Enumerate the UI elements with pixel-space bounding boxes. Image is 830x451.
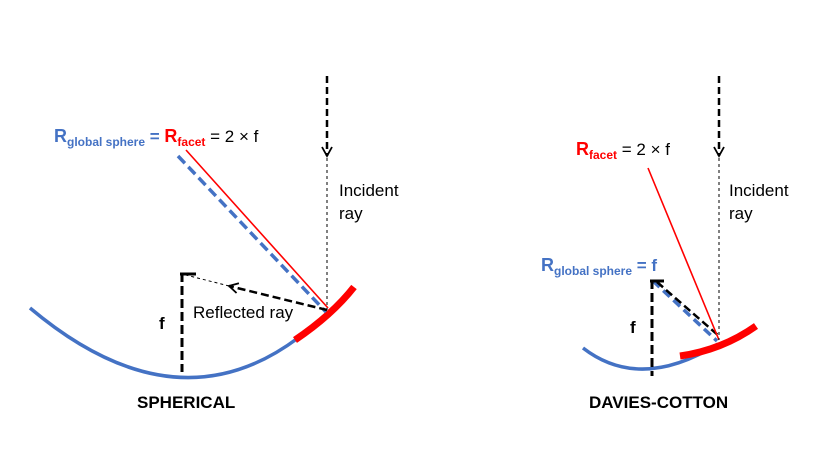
dc-global-radius-black [656, 281, 720, 337]
spherical-facet-radius-line [185, 149, 329, 309]
dc-facet-radius-line [647, 167, 720, 341]
davies-cotton-diagram: Rfacet = 2 × f Rglobal sphere = f Incide… [541, 76, 789, 412]
spherical-global-radius-line [176, 154, 328, 314]
spherical-reflected-ray-extension [181, 273, 230, 287]
dc-global-label: Rglobal sphere = f [541, 255, 657, 278]
spherical-global-R: R [54, 126, 67, 146]
spherical-global-sphere-arc [28, 306, 300, 380]
spherical-diagram: Rglobal sphere = Rfacet = 2 × f Incident… [28, 76, 399, 412]
dc-facet-label: Rfacet = 2 × f [576, 139, 670, 162]
spherical-facet-subscript: facet [177, 135, 205, 149]
spherical-equals: = [145, 127, 164, 146]
dc-global-radius-line [651, 279, 719, 343]
spherical-global-subscript: global sphere [67, 135, 145, 149]
dc-incident-label-2: ray [729, 204, 753, 223]
spherical-facet-R: R [164, 126, 177, 146]
spherical-incident-label-2: ray [339, 204, 363, 223]
spherical-f-label: f [159, 314, 165, 333]
spherical-incident-label-1: Incident [339, 181, 399, 200]
spherical-reflected-label: Reflected ray [193, 303, 294, 322]
dc-facet-subscript: facet [589, 148, 617, 162]
dc-global-subscript: global sphere [554, 264, 632, 278]
dc-f-label: f [630, 318, 636, 337]
dc-global-R: R [541, 255, 554, 275]
spherical-radius-tail: = 2 × f [205, 127, 258, 146]
spherical-facet-arc [293, 284, 357, 343]
dc-caption: DAVIES-COTTON [589, 393, 728, 412]
dc-facet-R: R [576, 139, 589, 159]
dc-facet-arc [679, 323, 759, 360]
dc-incident-label-1: Incident [729, 181, 789, 200]
spherical-radius-label: Rglobal sphere = Rfacet = 2 × f [54, 126, 259, 149]
dc-global-tail: = f [632, 256, 657, 275]
spherical-reflected-ray [227, 282, 328, 312]
spherical-caption: SPHERICAL [137, 393, 235, 412]
dc-facet-tail: = 2 × f [617, 140, 670, 159]
